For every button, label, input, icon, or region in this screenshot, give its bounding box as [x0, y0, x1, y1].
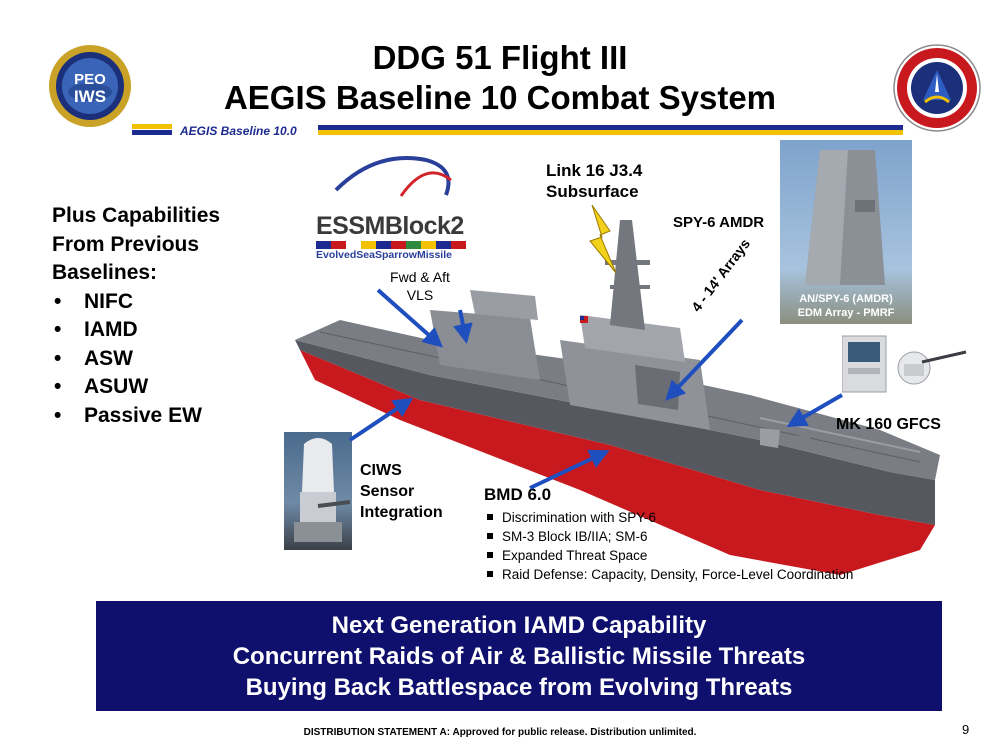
- fwd-aft-line-2: VLS: [406, 287, 434, 303]
- spy6-caption-2: EDM Array - PMRF: [797, 307, 895, 319]
- bmd-title: BMD 6.0: [484, 485, 552, 504]
- peo-iws-logo: PEO IWS: [48, 44, 132, 128]
- bmd-item: Expanded Threat Space: [484, 546, 904, 565]
- capabilities-heading-1: Plus Capabilities: [52, 204, 221, 227]
- title-line-2: AEGIS Baseline 10 Combat System: [223, 79, 777, 116]
- essm-subtitle: EvolvedSeaSparrowMissile: [316, 249, 452, 261]
- capability-item: Passive EW: [52, 402, 220, 431]
- fwd-aft-line-1: Fwd & Aft: [390, 269, 450, 285]
- spy6-amdr-label: SPY-6 AMDR: [673, 214, 765, 231]
- capability-item: IAMD: [52, 316, 220, 345]
- capability-item: NIFC: [52, 288, 220, 317]
- baseline-label: AEGIS Baseline 10.0: [180, 124, 297, 138]
- arrow-bmd: [529, 449, 610, 490]
- summary-banner: Next Generation IAMD Capability Concurre…: [96, 601, 942, 711]
- page-number: 9: [962, 722, 970, 737]
- bmd-item: SM-3 Block IB/IIA; SM-6: [484, 527, 904, 546]
- mk160-label: MK 160 GFCS: [836, 416, 941, 433]
- capabilities-heading-3: Baselines:: [52, 261, 158, 284]
- mk160-photo: [841, 334, 968, 394]
- arrow-arrays: [665, 318, 744, 401]
- essm-block2-logo: ESSMBlock2 EvolvedSeaSparrowMissile: [316, 156, 466, 261]
- bmd-item: Discrimination with SPY-6: [484, 508, 904, 527]
- banner-line-2: Concurrent Raids of Air & Ballistic Miss…: [232, 643, 806, 670]
- mda-logo: [893, 44, 981, 132]
- essm-flags: [316, 241, 466, 249]
- ciws-line-1: CIWS: [360, 462, 402, 479]
- ciws-photo: [284, 432, 352, 550]
- link16-label: Link 16 J3.4 Subsurface: [546, 160, 642, 202]
- arrow-ciws: [348, 397, 414, 442]
- header-rule-blue: [318, 125, 903, 130]
- spy6-edm-caption: AN/SPY-6 (AMDR) EDM Array - PMRF: [780, 292, 912, 320]
- essm-title: ESSMBlock2: [316, 212, 464, 240]
- capabilities-heading-2: From Previous: [52, 232, 200, 256]
- svg-text:PEO: PEO: [74, 71, 106, 88]
- link16-line-2: Subsurface: [546, 182, 639, 201]
- fwd-aft-vls-label: Fwd & Aft VLS: [380, 268, 460, 304]
- svg-text:IWS: IWS: [74, 87, 106, 106]
- bmd-item: Raid Defense: Capacity, Density, Force-L…: [484, 565, 904, 584]
- spy6-edm-photo: AN/SPY-6 (AMDR) EDM Array - PMRF: [780, 140, 912, 324]
- lightning-bolt-icon: [589, 205, 617, 274]
- ciws-label: CIWS Sensor Integration: [360, 460, 443, 523]
- title-line-1: DDG 51 Flight III: [372, 39, 628, 76]
- ciws-line-2: Sensor: [360, 483, 415, 500]
- ship-illustration: [295, 220, 940, 575]
- header-rule-yellow-left: [132, 124, 172, 129]
- link16-line-1: Link 16 J3.4: [546, 161, 643, 180]
- header-rule-yellow: [318, 130, 903, 135]
- capability-item: ASUW: [52, 373, 220, 402]
- header-rule-blue-left: [132, 130, 172, 135]
- capability-item: ASW: [52, 345, 220, 374]
- capabilities-list: Plus Capabilities From Previous Baseline…: [52, 202, 220, 430]
- arrow-aft-vls: [453, 309, 473, 344]
- spy6-caption-1: AN/SPY-6 (AMDR): [799, 293, 893, 305]
- ciws-line-3: Integration: [360, 504, 443, 521]
- slide-title: DDG 51 Flight III AEGIS Baseline 10 Comb…: [150, 38, 850, 118]
- bmd-block: BMD 6.0 Discrimination with SPY-6 SM-3 B…: [484, 484, 904, 584]
- arrow-fwd-vls: [376, 288, 443, 348]
- banner-line-1: Next Generation IAMD Capability: [331, 612, 707, 639]
- arrow-mk160: [786, 393, 843, 427]
- distribution-statement: DISTRIBUTION STATEMENT A: Approved for p…: [303, 727, 697, 738]
- banner-line-3: Buying Back Battlespace from Evolving Th…: [245, 674, 793, 701]
